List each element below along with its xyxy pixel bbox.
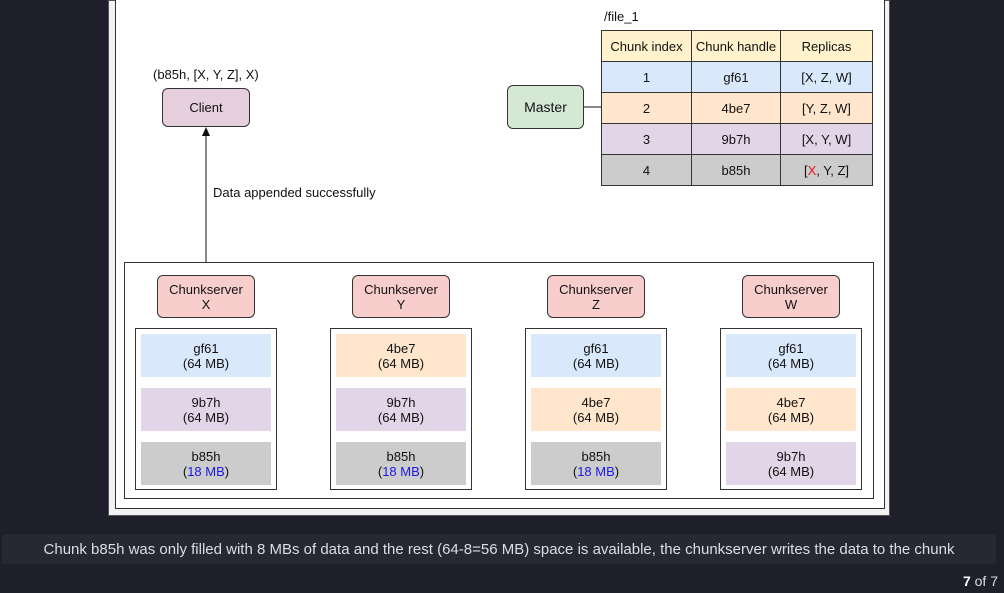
primary-replica: X (807, 162, 817, 178)
cell-replicas: [X, Z, W] (780, 61, 873, 93)
chunk-block: gf61 (64 MB) (531, 334, 661, 377)
cell-replicas: [X, Y, W] (780, 123, 873, 155)
chunk-handle: gf61 (193, 340, 219, 356)
total-slides: of 7 (974, 573, 998, 589)
chunk-block: 4be7 (64 MB) (336, 334, 466, 377)
chunk-handle: 4be7 (581, 394, 611, 410)
slide-caption: Chunk b85h was only filled with 8 MBs of… (2, 534, 996, 564)
chunkserver-name: Chunkserver (169, 281, 243, 297)
chunk-block: 9b7h (64 MB) (141, 388, 271, 431)
chunkserver-name: Chunkserver (559, 281, 633, 297)
table-row: 3 9b7h [X, Y, W] (601, 123, 873, 155)
chunk-size: (64 MB) (767, 355, 815, 371)
client-node: Client (162, 88, 250, 127)
cell-replicas: [X, Y, Z] (780, 154, 873, 186)
chunk-table-header: Chunk index Chunk handle Replicas (601, 30, 873, 62)
client-tuple-label: (b85h, [X, Y, Z], X) (153, 67, 259, 82)
chunkserver-w-node: Chunkserver W (742, 275, 840, 318)
chunkserver-id: Z (592, 296, 600, 312)
edge-label: Data appended successfully (213, 185, 376, 200)
cell-index: 2 (601, 92, 692, 124)
cell-handle: 4be7 (691, 92, 781, 124)
chunk-size: (64 MB) (377, 409, 425, 425)
cell-index: 4 (601, 154, 692, 186)
replicas-open: [ (803, 162, 808, 178)
chunk-size: (64 MB) (182, 355, 230, 371)
chunk-handle: b85h (386, 448, 416, 464)
chunkserver-y-node: Chunkserver Y (352, 275, 450, 318)
replicas-rest: , Y, Z] (816, 162, 850, 178)
chunk-block: 9b7h (64 MB) (336, 388, 466, 431)
header-chunk-handle: Chunk handle (691, 30, 781, 62)
chunk-size: (18 MB) (377, 463, 425, 479)
table-row: 1 gf61 [X, Z, W] (601, 61, 873, 93)
chunkserver-id: Y (396, 296, 406, 312)
chunk-handle: 4be7 (386, 340, 416, 356)
chunk-block: 9b7h (64 MB) (726, 442, 856, 485)
chunk-block: gf61 (64 MB) (726, 334, 856, 377)
chunk-block: gf61 (64 MB) (141, 334, 271, 377)
chunk-size: (64 MB) (182, 409, 230, 425)
chunk-block: 4be7 (64 MB) (531, 388, 661, 431)
chunk-handle: 4be7 (776, 394, 806, 410)
cell-handle: 9b7h (691, 123, 781, 155)
chunk-handle: gf61 (778, 340, 804, 356)
table-row: 4 b85h [X, Y, Z] (601, 154, 873, 186)
chunk-handle: gf61 (583, 340, 609, 356)
chunk-handle: b85h (191, 448, 221, 464)
slide-counter: 7 of 7 (963, 573, 998, 589)
chunk-block: b85h (18 MB) (336, 442, 466, 485)
cell-index: 1 (601, 61, 692, 93)
chunk-size: (64 MB) (572, 409, 620, 425)
chunk-size: (64 MB) (767, 409, 815, 425)
chunkserver-z-node: Chunkserver Z (547, 275, 645, 318)
header-replicas: Replicas (780, 30, 873, 62)
chunk-size: (64 MB) (377, 355, 425, 371)
chunkserver-id: W (784, 296, 798, 312)
chunk-block: b85h (18 MB) (141, 442, 271, 485)
chunkserver-id: X (201, 296, 211, 312)
chunk-handle: b85h (581, 448, 611, 464)
chunk-table: Chunk index Chunk handle Replicas 1 gf61… (601, 30, 873, 186)
chunk-size: (18 MB) (182, 463, 230, 479)
header-chunk-index: Chunk index (601, 30, 692, 62)
chunkserver-name: Chunkserver (364, 281, 438, 297)
chunk-handle: 9b7h (776, 448, 806, 464)
chunk-handle: 9b7h (386, 394, 416, 410)
chunk-handle: 9b7h (191, 394, 221, 410)
cell-handle: gf61 (691, 61, 781, 93)
cell-replicas: [Y, Z, W] (780, 92, 873, 124)
cell-index: 3 (601, 123, 692, 155)
chunk-block: 4be7 (64 MB) (726, 388, 856, 431)
current-slide: 7 (962, 573, 971, 589)
chunk-block: b85h (18 MB) (531, 442, 661, 485)
table-row: 2 4be7 [Y, Z, W] (601, 92, 873, 124)
chunk-size: (18 MB) (572, 463, 620, 479)
chunk-size: (64 MB) (767, 463, 815, 479)
chunk-size: (64 MB) (572, 355, 620, 371)
file-name-label: /file_1 (604, 9, 639, 24)
cell-handle: b85h (691, 154, 781, 186)
master-node: Master (507, 85, 584, 129)
chunkserver-name: Chunkserver (754, 281, 828, 297)
chunkserver-x-node: Chunkserver X (157, 275, 255, 318)
